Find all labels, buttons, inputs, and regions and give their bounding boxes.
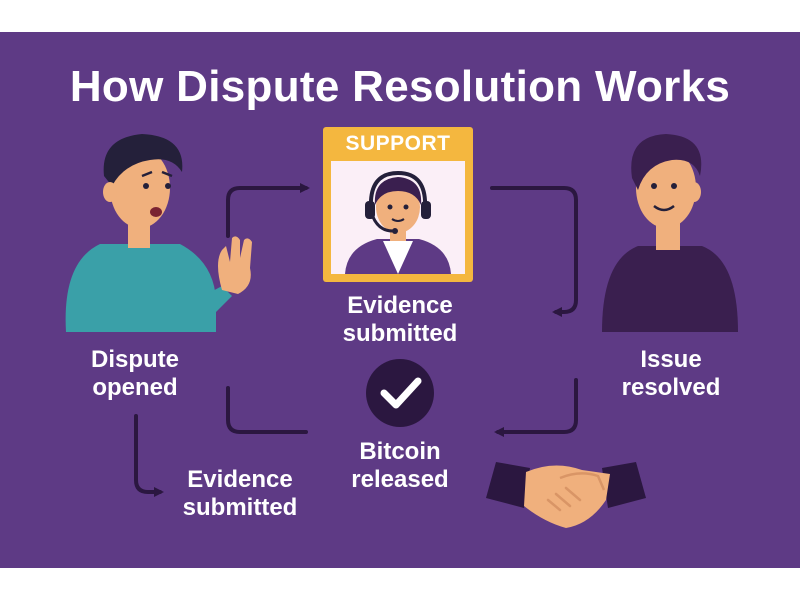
step-label-line: released — [351, 466, 449, 493]
step-label-line: submitted — [342, 320, 458, 347]
step-label-line: submitted — [182, 494, 298, 521]
step-bitcoin-released: Bitcoin released — [325, 438, 475, 494]
handshake-icon — [486, 462, 646, 528]
arrow-to-evidence-bottom — [134, 414, 164, 497]
support-header: SUPPORT — [345, 132, 451, 155]
check-icon — [380, 377, 422, 409]
arrow-loop-left — [226, 386, 308, 434]
support-card: SUPPORT — [323, 127, 473, 282]
headset-icon — [365, 170, 431, 234]
worried-person-illustration — [65, 134, 252, 332]
page-title: How Dispute Resolution Works — [69, 62, 731, 111]
step-issue-resolved: Issue resolved — [596, 346, 746, 402]
step-dispute-opened: Dispute opened — [60, 346, 210, 402]
arrow-to-resolved — [490, 186, 578, 317]
step-evidence-submitted-bottom: Evidence submitted — [158, 466, 322, 522]
satisfied-person-illustration — [602, 134, 738, 332]
arrow-to-bitcoin — [494, 378, 578, 437]
arrow-to-support — [226, 183, 310, 238]
step-label-line: Bitcoin — [359, 438, 441, 465]
check-circle — [366, 359, 434, 427]
step-label-line: Dispute — [90, 346, 179, 373]
step-label-line: opened — [92, 374, 178, 401]
step-label-line: Evidence — [347, 292, 453, 319]
step-evidence-submitted-top: Evidence submitted — [318, 292, 482, 348]
step-label-line: Evidence — [187, 466, 293, 493]
step-label-line: Issue — [640, 346, 702, 373]
step-label-line: resolved — [621, 374, 721, 401]
support-agent-illustration — [331, 161, 465, 274]
